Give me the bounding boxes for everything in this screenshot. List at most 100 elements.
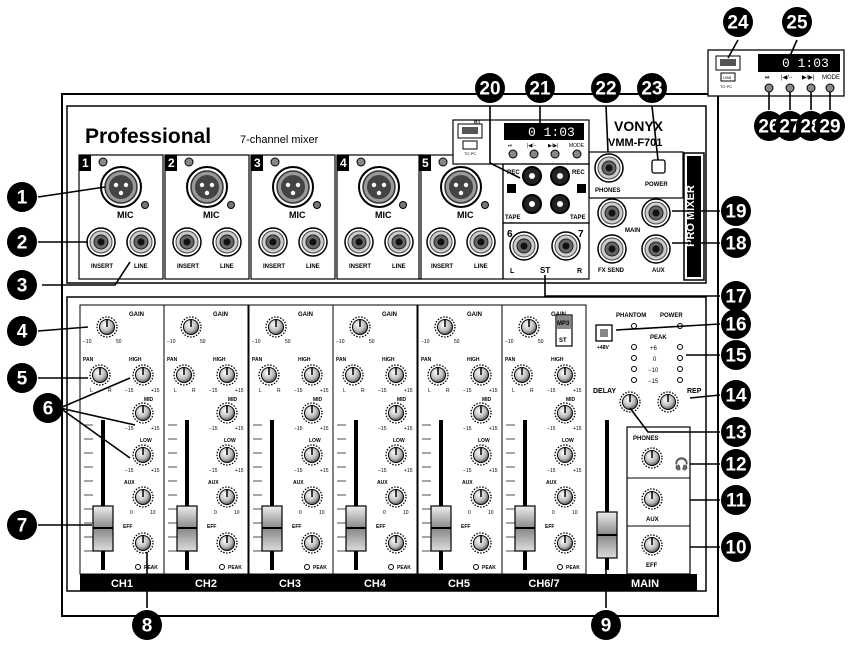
main-left-jack-icon[interactable] [597, 198, 627, 228]
eff-knob-icon[interactable] [385, 532, 407, 554]
gain-knob-icon[interactable] [180, 316, 202, 338]
high-knob-icon[interactable] [132, 364, 154, 386]
aux-min-label: 0 [383, 510, 386, 516]
insert-jack-icon[interactable] [172, 227, 202, 257]
low-knob-icon[interactable] [216, 444, 238, 466]
eff-knob-icon[interactable] [554, 532, 576, 554]
low-knob-icon[interactable] [554, 444, 576, 466]
line-label: LINE [392, 264, 406, 270]
pan-l-label: L [259, 388, 262, 394]
zoom-next-label: ▶/▶| [802, 75, 815, 81]
gain-knob-icon[interactable] [434, 316, 456, 338]
line-jack-icon[interactable] [298, 227, 328, 257]
aux-min-label: 0 [552, 510, 555, 516]
input-strip-2: 2 MIC INSERT LINE [164, 154, 250, 280]
mid-knob-icon[interactable] [132, 402, 154, 424]
phantom-label: PHANTOM [616, 313, 646, 319]
mid-label: MID [313, 397, 323, 403]
mid-knob-icon[interactable] [385, 402, 407, 424]
pan-knob-icon[interactable] [427, 364, 449, 386]
gain-max-label: 50 [538, 339, 544, 345]
line-jack-icon[interactable] [384, 227, 414, 257]
play-label: ⏯ [508, 143, 512, 149]
line-jack-icon[interactable] [212, 227, 242, 257]
high-knob-icon[interactable] [301, 364, 323, 386]
eff-knob-icon[interactable] [132, 532, 154, 554]
high-label: HIGH [298, 357, 311, 363]
aux-knob-icon[interactable] [554, 486, 576, 508]
callout-19: 19 [721, 196, 751, 226]
mid-knob-icon[interactable] [216, 402, 238, 424]
fx-send-jack-icon[interactable] [597, 234, 627, 264]
power-button[interactable] [651, 159, 666, 174]
aux-knob-icon[interactable] [132, 486, 154, 508]
aux-master-knob-icon[interactable] [641, 488, 663, 510]
channel-number: 5 [422, 156, 429, 170]
pan-label: PAN [336, 357, 347, 363]
svg-text:26: 26 [758, 117, 779, 138]
ch-name-5: CH5 [448, 578, 470, 590]
pan-knob-icon[interactable] [511, 364, 533, 386]
mid-min-label: −15 [463, 426, 472, 432]
xlr-input-icon[interactable] [272, 166, 314, 208]
rep-knob-icon[interactable] [657, 391, 679, 413]
mid-knob-icon[interactable] [470, 402, 492, 424]
callout-4: 4 [7, 316, 37, 346]
pan-label: PAN [83, 357, 94, 363]
aux-knob-icon[interactable] [216, 486, 238, 508]
eff-master-knob-icon[interactable] [641, 534, 663, 556]
high-knob-icon[interactable] [470, 364, 492, 386]
channel-strip-6: GAIN−1050PANLRHIGH−15+15MID−15+15LOW−15+… [501, 304, 587, 575]
mid-knob-icon[interactable] [301, 402, 323, 424]
high-max-label: +15 [320, 388, 329, 394]
phones-knob-icon[interactable] [641, 447, 663, 469]
gain-knob-icon[interactable] [96, 316, 118, 338]
main-right-jack-icon[interactable] [641, 198, 671, 228]
aux-knob-icon[interactable] [385, 486, 407, 508]
mid-knob-icon[interactable] [554, 402, 576, 424]
xlr-input-icon[interactable] [440, 166, 482, 208]
gain-knob-icon[interactable] [518, 316, 540, 338]
gain-label: GAIN [382, 312, 397, 318]
aux-knob-icon[interactable] [470, 486, 492, 508]
line-jack-icon[interactable] [126, 227, 156, 257]
pan-knob-icon[interactable] [173, 364, 195, 386]
level-meter: +6 0 −10 −15 [631, 344, 683, 385]
aux-knob-icon[interactable] [301, 486, 323, 508]
insert-jack-icon[interactable] [344, 227, 374, 257]
mid-min-label: −15 [378, 426, 387, 432]
callout-29: 29 [815, 111, 845, 141]
gain-knob-icon[interactable] [349, 316, 371, 338]
eff-knob-icon[interactable] [470, 532, 492, 554]
insert-jack-icon[interactable] [426, 227, 456, 257]
pan-knob-icon[interactable] [258, 364, 280, 386]
high-knob-icon[interactable] [554, 364, 576, 386]
aux-jack-icon[interactable] [641, 234, 671, 264]
low-knob-icon[interactable] [132, 444, 154, 466]
phones-jack-icon[interactable] [594, 153, 624, 183]
low-knob-icon[interactable] [385, 444, 407, 466]
st-right-jack-icon[interactable] [551, 231, 581, 261]
mid-label: MID [144, 397, 154, 403]
low-knob-icon[interactable] [301, 444, 323, 466]
low-knob-icon[interactable] [470, 444, 492, 466]
eff-knob-icon[interactable] [301, 532, 323, 554]
line-jack-icon[interactable] [466, 227, 496, 257]
high-knob-icon[interactable] [216, 364, 238, 386]
insert-jack-icon[interactable] [86, 227, 116, 257]
xlr-input-icon[interactable] [186, 166, 228, 208]
gain-knob-icon[interactable] [265, 316, 287, 338]
eff-knob-icon[interactable] [216, 532, 238, 554]
high-min-label: −15 [378, 388, 387, 394]
pan-knob-icon[interactable] [342, 364, 364, 386]
xlr-input-icon[interactable] [358, 166, 400, 208]
insert-jack-icon[interactable] [258, 227, 288, 257]
brand-logo: VONYX [614, 118, 664, 134]
high-max-label: +15 [404, 388, 413, 394]
mic-label: MIC [457, 210, 474, 220]
pan-knob-icon[interactable] [89, 364, 111, 386]
st-left-jack-icon[interactable] [509, 231, 539, 261]
high-knob-icon[interactable] [385, 364, 407, 386]
xlr-input-icon[interactable] [100, 166, 142, 208]
